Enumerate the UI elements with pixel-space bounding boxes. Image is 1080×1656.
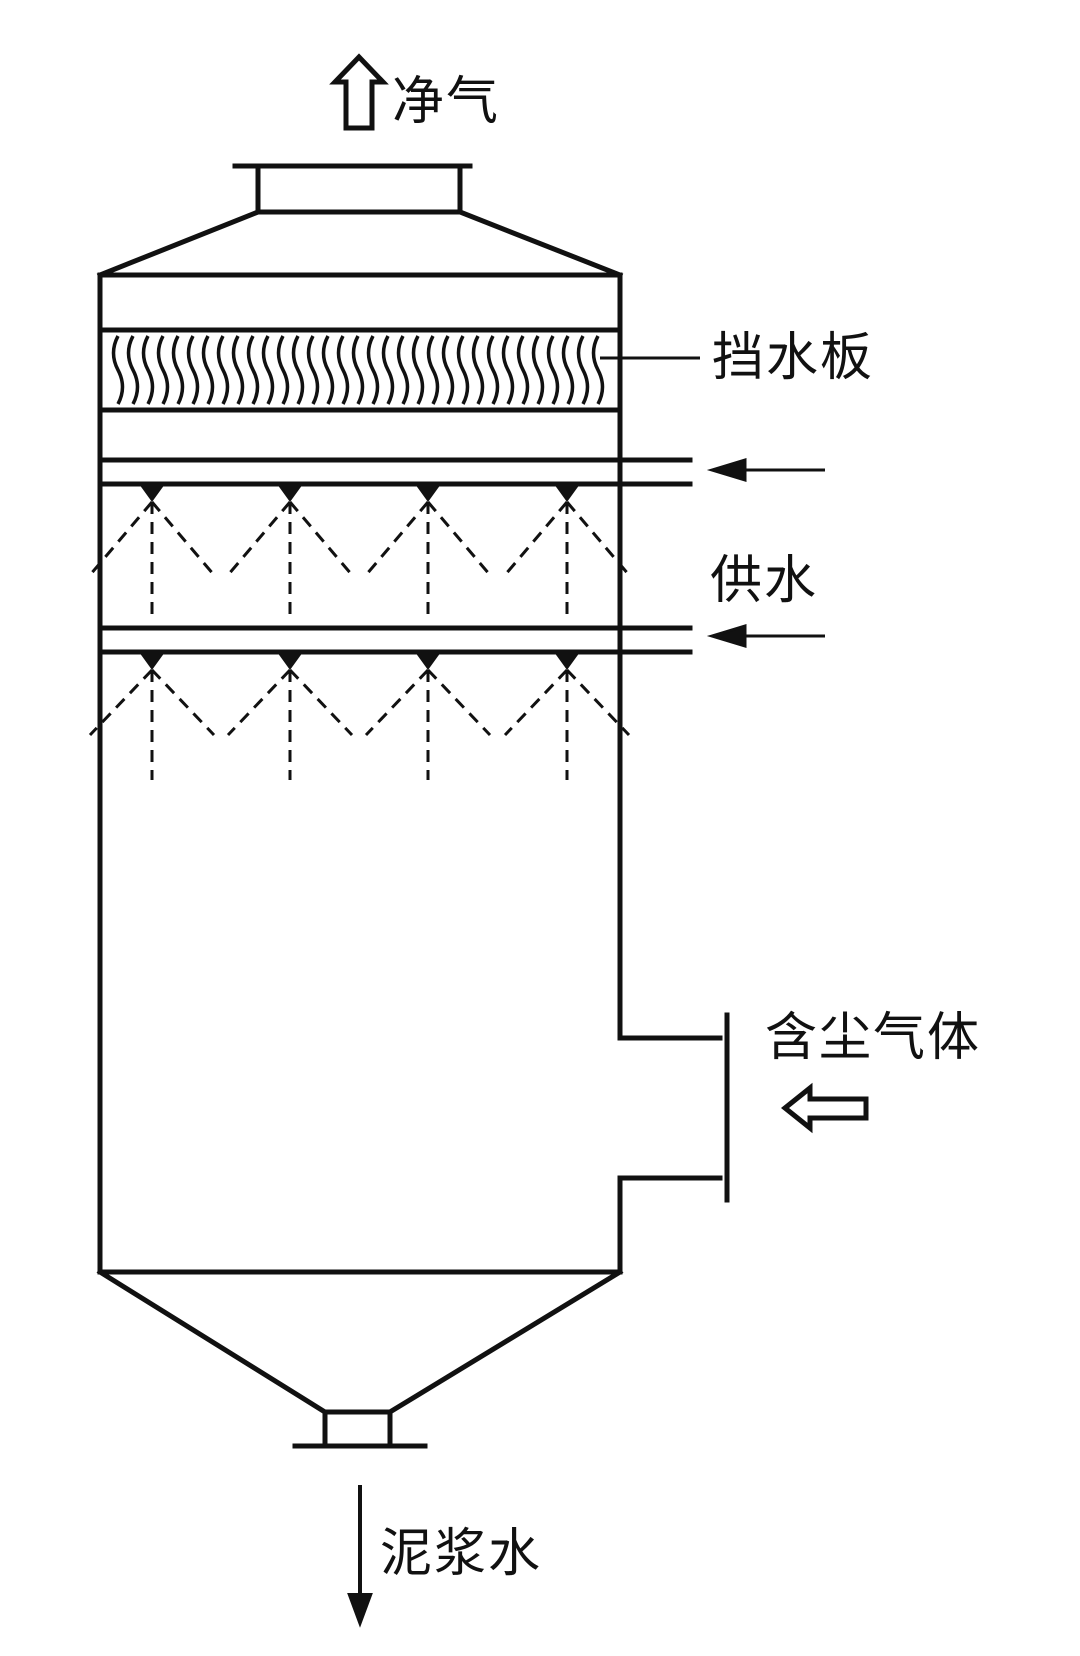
baffle-plate	[546, 335, 560, 405]
spray-line	[503, 668, 569, 737]
spray-nozzle-icon	[139, 484, 165, 502]
spray-nozzle-icon	[277, 484, 303, 502]
baffle-plate	[306, 335, 320, 405]
baffle-plate	[351, 335, 365, 405]
spray-line	[364, 501, 430, 576]
dusty-gas-label: 含尘气体	[765, 1008, 982, 1068]
baffle-plate	[321, 335, 335, 405]
baffle-plate	[426, 335, 440, 405]
baffle-plate	[531, 335, 545, 405]
baffle-plate	[276, 335, 290, 405]
slurry-label: 泥浆水	[380, 1524, 543, 1584]
baffle-plate	[246, 335, 260, 405]
spray-line	[288, 501, 354, 576]
baffle-plate	[411, 335, 425, 405]
baffle-plate	[336, 335, 350, 405]
down-arrow-icon	[347, 1485, 373, 1628]
baffle-plate	[441, 335, 455, 405]
left-arrow-icon	[706, 457, 825, 483]
spray-line	[565, 501, 631, 576]
baffle-plate	[216, 335, 230, 405]
spray-line	[565, 668, 631, 737]
left-hollow-arrow-icon	[780, 1082, 869, 1134]
baffle-plate	[591, 335, 605, 405]
baffle-plate	[186, 335, 200, 405]
spray-line	[150, 668, 216, 737]
baffle-plate	[126, 335, 140, 405]
spray-nozzle-icon	[139, 652, 165, 670]
baffle-plate	[561, 335, 575, 405]
spray-line	[226, 668, 292, 737]
baffle-plate	[396, 335, 410, 405]
water-supply-label: 供水	[710, 551, 819, 611]
spray-line	[88, 668, 154, 737]
baffle-plate	[261, 335, 275, 405]
baffle-plate	[231, 335, 245, 405]
spray-nozzle-icon	[554, 652, 580, 670]
clean-gas-label: 净气	[392, 72, 501, 132]
baffle-plates	[111, 335, 605, 405]
spray-line	[288, 668, 354, 737]
baffle-plate	[141, 335, 155, 405]
spray-line	[226, 501, 292, 576]
top-cone	[96, 208, 262, 279]
spray-nozzle-icon	[277, 652, 303, 670]
baffle-plate	[471, 335, 485, 405]
spray-line	[503, 501, 569, 576]
baffle-plate	[501, 335, 515, 405]
spray-line	[426, 668, 492, 737]
spray-nozzle-icon	[415, 652, 441, 670]
left-arrow-icon	[706, 623, 825, 649]
spray-nozzle-icon	[554, 484, 580, 502]
baffle-plate	[201, 335, 215, 405]
baffle-plate	[291, 335, 305, 405]
spray-line	[88, 501, 154, 576]
baffle-plate	[456, 335, 470, 405]
spray-line	[364, 668, 430, 737]
baffle-plate	[381, 335, 395, 405]
up-hollow-arrow-icon	[329, 53, 389, 131]
spray-nozzles	[88, 484, 631, 780]
spray-line	[150, 501, 216, 576]
baffle-plate	[486, 335, 500, 405]
baffle-plate	[516, 335, 530, 405]
baffle-block	[97, 327, 623, 413]
baffle-label: 挡水板	[712, 328, 875, 388]
baffle-plate	[366, 335, 380, 405]
baffle-plate	[171, 335, 185, 405]
spray-nozzle-icon	[415, 484, 441, 502]
baffle-plate	[576, 335, 590, 405]
spray-line	[426, 501, 492, 576]
baffle-plate	[111, 335, 125, 405]
baffle-plate	[156, 335, 170, 405]
